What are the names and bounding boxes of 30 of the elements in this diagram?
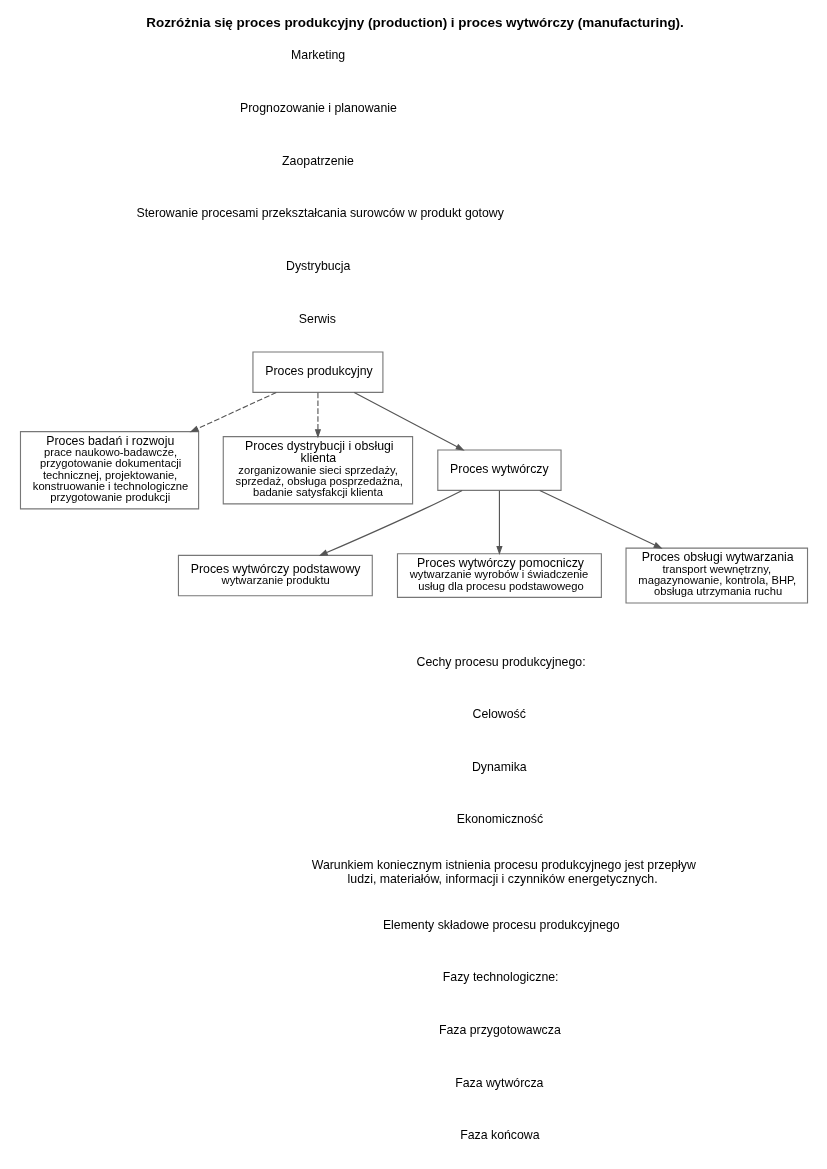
node-box: Proces wytwórczy pomocniczy wytwarzanie wyrobów i świadczenie usług dla procesu podstawowego xyxy=(396,553,602,598)
arrow xyxy=(314,392,321,439)
arrow xyxy=(495,490,503,556)
node-box: Proces wytwórczy xyxy=(436,449,562,491)
label: Faza przygotowawcza xyxy=(438,1023,561,1038)
label: Warunkiem koniecznym istnienia procesu produkcyjnego jest przepływ ludzi, materiałów, informacji i czynników energetycznych. xyxy=(311,858,696,886)
label: Sterowanie procesami przekształcania surowców w produkt gotowy xyxy=(135,206,504,221)
node-box: Proces dystrybucji i obsługi klienta zorganizowanie sieci sprzedaży, sprzedaż, obsługa posprzedażna, badanie satysfakcji klienta xyxy=(222,436,413,505)
node-box: Proces produkcyjny xyxy=(251,351,383,393)
label: Zaopatrzenie xyxy=(281,153,354,168)
label: Dystrybucja xyxy=(285,259,350,274)
node-box: Proces badań i rozwoju prace naukowo-badawcze, przygotowanie dokumentacji technicznej, projektowanie, konstruowanie i technologiczne przygotowanie produkcji xyxy=(19,431,199,510)
node-box: Proces obsługi wytwarzania transport wewnętrzny, magazynowanie, kontrola, BHP, obsługa utrzymania ruchu xyxy=(624,547,808,604)
label: Fazy technologiczne: xyxy=(442,970,559,985)
label: Serwis xyxy=(298,311,336,326)
label: Dynamika xyxy=(471,759,527,774)
label: Faza wytwórcza xyxy=(454,1075,543,1090)
diagram-title: Rozróżnia się proces produkcyjny (production) i proces wytwórczy (manufacturing). xyxy=(145,14,684,30)
label: Faza końcowa xyxy=(459,1128,540,1143)
arrow xyxy=(189,391,277,433)
label: Cechy procesu produkcyjnego: xyxy=(416,654,586,669)
label: Celowość xyxy=(472,707,526,722)
arrow xyxy=(353,391,465,451)
label: Ekonomiczność xyxy=(456,812,543,827)
arrow xyxy=(318,489,463,556)
node-box: Proces wytwórczy podstawowy wytwarzanie produktu xyxy=(177,554,373,597)
label: Prognozowanie i planowanie xyxy=(239,101,397,116)
label: Elementy składowe procesu produkcyjnego xyxy=(382,917,620,932)
label: Marketing xyxy=(290,48,345,63)
arrow xyxy=(538,489,663,549)
